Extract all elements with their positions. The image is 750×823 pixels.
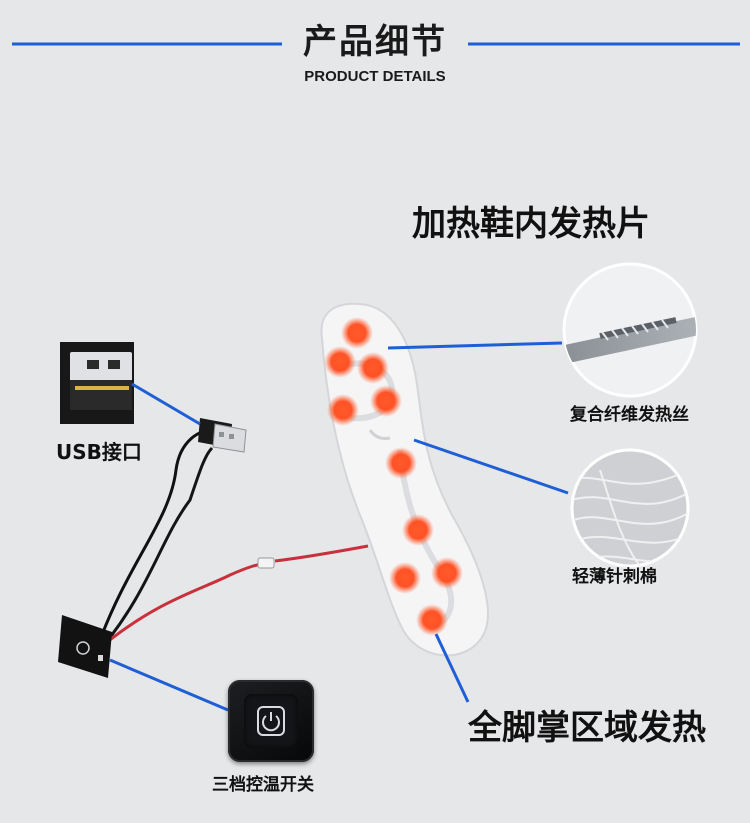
- power-button-closeup: [228, 680, 314, 762]
- fiber-wire-closeup: [562, 262, 698, 398]
- heat-dot: [327, 394, 359, 426]
- heat-dot: [385, 447, 417, 479]
- heat-dot: [416, 604, 448, 636]
- heat-dot: [357, 352, 389, 384]
- heat-dot: [402, 514, 434, 546]
- heat-dot: [341, 317, 373, 349]
- fiber-wire-label: 复合纤维发热丝: [570, 405, 689, 425]
- wire-connector: [257, 557, 275, 569]
- power-button-face: [244, 694, 298, 748]
- heat-dot: [431, 557, 463, 589]
- cotton-label: 轻薄针刺棉: [572, 567, 657, 587]
- heating-film-label: 加热鞋内发热片: [412, 204, 650, 244]
- cables: [98, 428, 369, 651]
- switch-label: 三档控温开关: [212, 775, 314, 795]
- heat-zones: [324, 317, 463, 636]
- heat-dot: [389, 562, 421, 594]
- usb-label: USB接口: [56, 440, 142, 464]
- header-lines: [12, 42, 740, 46]
- usb-closeup: [60, 342, 134, 424]
- control-switch-pad: [58, 615, 112, 678]
- power-icon: [257, 706, 285, 736]
- callout-lines: [109, 341, 569, 712]
- page-title: 产品细节: [303, 22, 447, 62]
- usb-plug: [198, 418, 247, 453]
- heat-dot: [370, 385, 402, 417]
- full-sole-label: 全脚掌区域发热: [468, 708, 706, 748]
- heat-dot: [324, 346, 356, 378]
- cotton-closeup: [570, 448, 690, 568]
- page-subtitle: PRODUCT DETAILS: [304, 68, 446, 85]
